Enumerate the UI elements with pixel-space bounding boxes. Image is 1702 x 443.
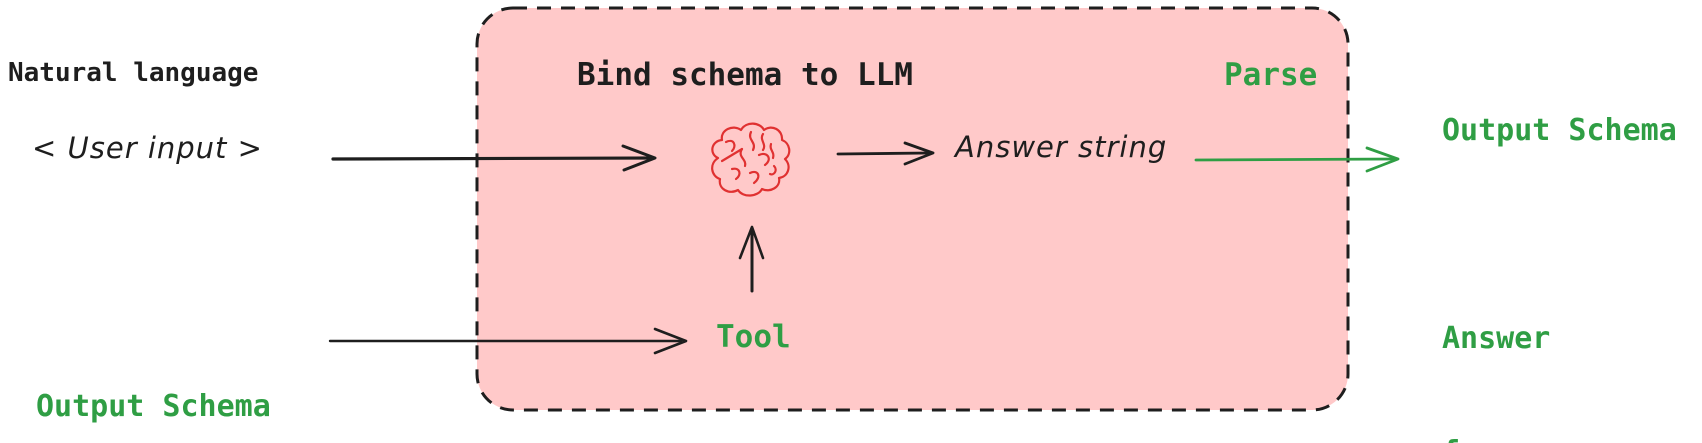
arrow-answer-to-output bbox=[1194, 146, 1400, 173]
arrow-tool-to-llm bbox=[738, 225, 765, 293]
output-schema-left-heading: Output Schema bbox=[36, 389, 271, 424]
output-schema-right-heading: Output Schema bbox=[1442, 113, 1677, 148]
answer-string-text: Answer string bbox=[955, 130, 1168, 164]
output-schema-right: Output Schema Answer foo: ... bar: ... bbox=[1442, 36, 1677, 443]
parse-label: Parse bbox=[1224, 57, 1318, 93]
tool-label: Tool bbox=[716, 319, 791, 355]
user-input-text: < User input > bbox=[32, 131, 263, 165]
output-schema-left: Output Schema foo: ... bar: ... bbox=[36, 312, 271, 443]
bind-schema-title: Bind schema to LLM bbox=[577, 57, 913, 93]
llm-bind-box bbox=[475, 6, 1350, 412]
arrow-schema-to-tool bbox=[328, 327, 688, 355]
schema-line-foo: foo: ... bbox=[1442, 434, 1677, 443]
answer-line: Answer bbox=[1442, 321, 1551, 356]
arrow-llm-to-answer bbox=[836, 141, 935, 166]
natural-language-label: Natural language bbox=[8, 58, 259, 88]
arrow-user-input-to-llm bbox=[331, 144, 657, 172]
brain-icon bbox=[711, 122, 791, 197]
